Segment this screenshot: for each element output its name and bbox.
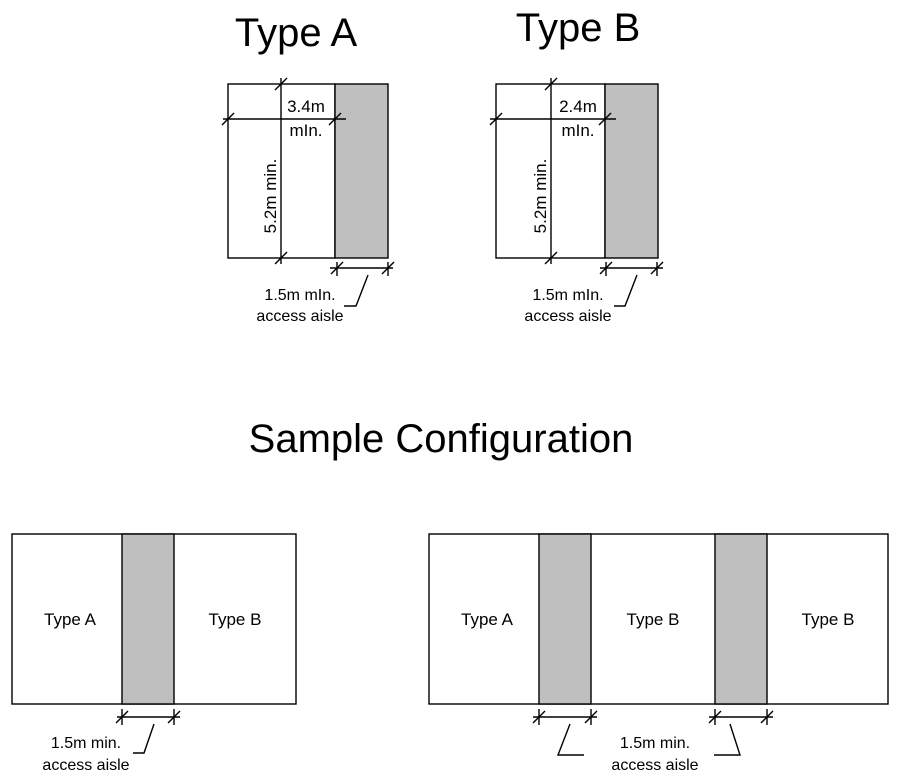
tick-mark xyxy=(760,710,774,724)
sample-right-outline xyxy=(428,533,889,705)
type-a-width-label: 3.4m xyxy=(287,97,325,116)
tick-mark xyxy=(489,112,503,126)
tick-mark xyxy=(115,710,129,724)
sample-left-space-type-b: Type B xyxy=(209,610,262,629)
tick-mark xyxy=(650,261,664,275)
sample-right-space-type-b-1: Type B xyxy=(627,610,680,629)
sample-right-aisle-caption: access aisle xyxy=(611,757,698,774)
tick-mark xyxy=(167,710,181,724)
sample-right-space-type-a: Type A xyxy=(461,610,514,629)
sample-config-left: Type A Type B 1.5m min. access aisle xyxy=(11,533,297,774)
tick-mark xyxy=(708,710,722,724)
sample-configuration-title: Sample Configuration xyxy=(249,417,634,461)
type-a-aisle-caption: access aisle xyxy=(256,308,343,325)
type-b-length-label: 5.2m min. xyxy=(531,159,550,234)
sample-left-access-aisle xyxy=(121,533,175,705)
type-b-access-aisle xyxy=(604,83,659,259)
type-b-leader-line xyxy=(614,274,638,307)
sample-config-right: Type A Type B Type B 1.5m min. access ai… xyxy=(428,533,889,774)
type-a-title: Type A xyxy=(235,11,358,55)
tick-mark xyxy=(584,710,598,724)
tick-mark xyxy=(599,261,613,275)
type-b-aisle-caption: access aisle xyxy=(524,308,611,325)
sample-left-aisle-label: 1.5m min. xyxy=(51,735,121,752)
tick-mark xyxy=(328,112,342,126)
type-a-leader-line xyxy=(344,274,369,307)
sample-right-leader-line-1 xyxy=(556,723,584,756)
tick-mark xyxy=(544,251,558,265)
type-a-access-aisle xyxy=(334,83,389,259)
sample-right-access-aisle-2 xyxy=(714,533,768,705)
tick-mark xyxy=(381,261,395,275)
sample-right-space-type-b-2: Type B xyxy=(802,610,855,629)
tick-mark xyxy=(598,112,612,126)
tick-mark xyxy=(532,710,546,724)
type-b-width-label: 2.4m xyxy=(559,97,597,116)
type-b-width-qualifier: mIn. xyxy=(561,121,594,140)
tick-mark xyxy=(221,112,235,126)
sample-right-leader-line-2 xyxy=(714,723,741,756)
type-a-length-label: 5.2m min. xyxy=(261,159,280,234)
type-b-detail: 2.4m mIn. 5.2m min. 1.5m mIn. access ais… xyxy=(489,77,664,325)
type-a-width-qualifier: mIn. xyxy=(289,121,322,140)
tick-mark xyxy=(274,77,288,91)
tick-mark xyxy=(544,77,558,91)
sample-left-aisle-caption: access aisle xyxy=(42,757,129,774)
type-a-detail: 3.4m mIn. 5.2m min. 1.5m mIn. access ais… xyxy=(221,77,395,325)
type-a-aisle-label: 1.5m mIn. xyxy=(264,287,335,304)
tick-mark xyxy=(330,261,344,275)
sample-left-space-type-a: Type A xyxy=(44,610,97,629)
type-b-aisle-label: 1.5m mIn. xyxy=(532,287,603,304)
tick-mark xyxy=(274,251,288,265)
sample-right-aisle-label: 1.5m min. xyxy=(620,735,690,752)
sample-left-leader-line xyxy=(133,723,155,754)
sample-right-access-aisle-1 xyxy=(538,533,592,705)
type-b-title: Type B xyxy=(516,6,641,50)
